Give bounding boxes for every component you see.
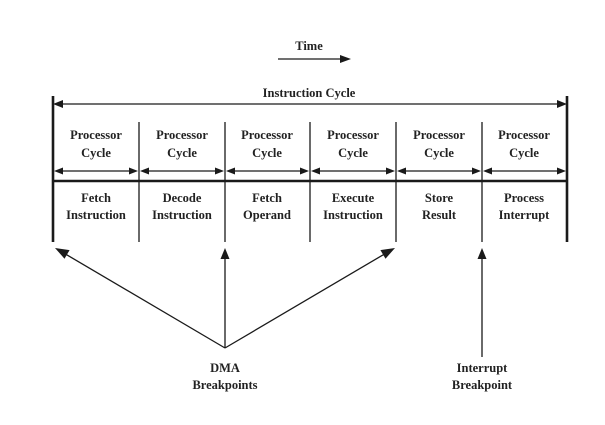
dma-breakpoints-label: Breakpoints xyxy=(192,378,257,392)
processor-cycle-label: Cycle xyxy=(424,146,454,160)
stage-label-fetch-operand: Operand xyxy=(243,208,291,222)
stage-label-decode-instruction: Instruction xyxy=(152,208,212,222)
processor-cycle-span-arrows xyxy=(54,167,566,175)
interrupt-breakpoint-arrow xyxy=(477,248,487,357)
processor-cycle-labels: Processor Cycle Processor Cycle Processo… xyxy=(70,128,550,160)
processor-cycle-label: Processor xyxy=(156,128,208,142)
dma-breakpoints-label: DMA xyxy=(210,361,240,375)
stage-label-process-interrupt: Interrupt xyxy=(499,208,551,222)
instruction-cycle-span-arrow xyxy=(53,100,567,108)
processor-cycle-label: Cycle xyxy=(509,146,539,160)
interrupt-breakpoint-label: Interrupt xyxy=(457,361,509,375)
stage-label-fetch-instruction: Fetch xyxy=(81,191,111,205)
time-label: Time xyxy=(295,39,323,53)
stage-label-fetch-operand: Fetch xyxy=(252,191,282,205)
processor-cycle-label: Cycle xyxy=(338,146,368,160)
stage-label-fetch-instruction: Instruction xyxy=(66,208,126,222)
instruction-cycle-label: Instruction Cycle xyxy=(263,86,356,100)
processor-cycle-label: Cycle xyxy=(167,146,197,160)
processor-cycle-label: Processor xyxy=(70,128,122,142)
processor-cycle-label: Processor xyxy=(498,128,550,142)
stage-label-store-result: Store xyxy=(425,191,454,205)
stage-label-process-interrupt: Process xyxy=(504,191,544,205)
processor-cycle-label: Cycle xyxy=(252,146,282,160)
processor-cycle-label: Cycle xyxy=(81,146,111,160)
processor-cycle-label: Processor xyxy=(327,128,379,142)
stage-label-store-result: Result xyxy=(422,208,457,222)
stage-label-execute-instruction: Instruction xyxy=(323,208,383,222)
interrupt-breakpoint-label: Breakpoint xyxy=(452,378,513,392)
processor-cycle-label: Processor xyxy=(241,128,293,142)
stage-label-execute-instruction: Execute xyxy=(332,191,375,205)
stage-label-decode-instruction: Decode xyxy=(163,191,202,205)
processor-cycle-label: Processor xyxy=(413,128,465,142)
stage-labels: Fetch Instruction Decode Instruction Fet… xyxy=(66,191,550,222)
dma-breakpoint-arrows xyxy=(55,248,395,349)
time-arrow-icon xyxy=(278,55,351,63)
